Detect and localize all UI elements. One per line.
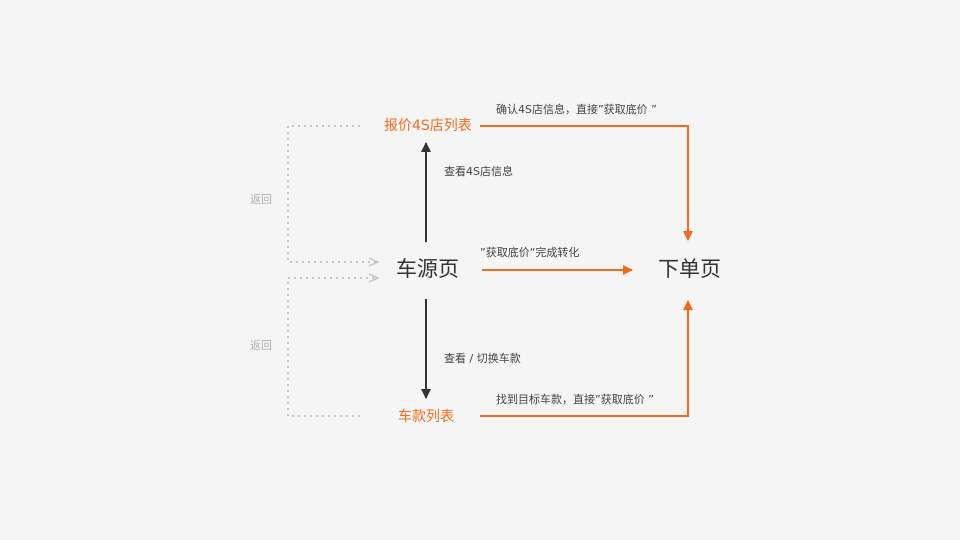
- back-label-lower: 返回: [250, 339, 272, 352]
- arrow-dealer-list-to-order: [480, 125, 693, 241]
- edge-label-find-model: 找到目标车款，直接”获取底价 ”: [496, 393, 654, 406]
- node-order-page: 下单页: [658, 257, 721, 281]
- node-model-list: 车款列表: [398, 409, 454, 425]
- arrow-model-list-to-order: [480, 300, 693, 417]
- edge-label-confirm-dealer: 确认4S店信息，直接”获取底价 ”: [496, 103, 657, 116]
- edge-label-view-switch-model: 查看 / 切换车款: [444, 352, 521, 365]
- edge-label-get-price-convert: ”获取底价“完成转化: [480, 246, 580, 259]
- back-link-upper: [287, 125, 378, 262]
- node-dealer-list: 报价4S店列表: [384, 118, 472, 134]
- node-source-page: 车源页: [396, 257, 459, 281]
- back-label-upper: 返回: [250, 193, 272, 206]
- back-link-lower: [287, 278, 378, 417]
- edge-label-view-dealer-info: 查看4S店信息: [444, 165, 513, 178]
